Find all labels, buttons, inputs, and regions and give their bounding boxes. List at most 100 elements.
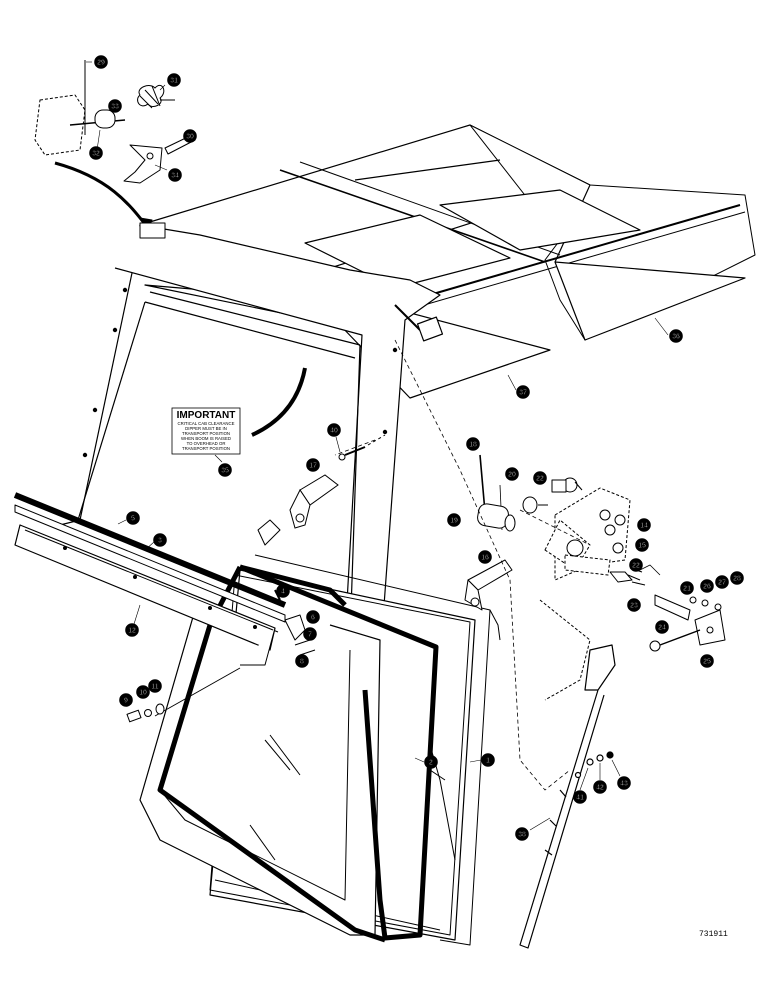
svg-text:31: 31 [170, 78, 178, 85]
svg-text:9: 9 [124, 698, 128, 705]
latch-inset [34, 60, 196, 239]
callout-30: 30 [183, 129, 197, 143]
important-decal: IMPORTANT CRITICAL CAB CLEARANCE DIPPER … [171, 407, 241, 455]
callout-38: 38 [515, 827, 529, 841]
callout-2: 2 [424, 755, 438, 769]
svg-text:36: 36 [672, 334, 680, 341]
svg-text:23: 23 [630, 603, 638, 610]
callout-11: 11 [148, 679, 162, 693]
callout-26: 26 [700, 579, 714, 593]
callout-35: 35 [218, 463, 232, 477]
svg-text:10: 10 [139, 690, 147, 697]
callout-19: 19 [447, 513, 461, 527]
svg-text:7: 7 [308, 632, 312, 639]
callout-28: 28 [730, 571, 744, 585]
svg-text:43: 43 [620, 781, 628, 788]
svg-text:20: 20 [508, 472, 516, 479]
callout-31: 31 [167, 73, 181, 87]
svg-text:19: 19 [450, 518, 458, 525]
callout-41: 41 [573, 790, 587, 804]
callout-8: 8 [295, 654, 309, 668]
callout-18: 18 [466, 437, 480, 451]
window-assembly [139, 519, 491, 946]
important-decal-line-6: TRANSPORT POSITION [182, 446, 230, 451]
window-rail [13, 492, 316, 723]
svg-text:1: 1 [486, 758, 490, 765]
important-decal-title: IMPORTANT [177, 410, 236, 421]
callout-6: 6 [306, 610, 320, 624]
svg-text:29: 29 [97, 60, 105, 67]
svg-text:5: 5 [131, 516, 135, 523]
svg-text:37: 37 [519, 390, 527, 397]
callout-27: 27 [715, 575, 729, 589]
callout-22-upper: 22 [533, 471, 547, 485]
svg-text:14: 14 [640, 523, 648, 530]
label-arrow [251, 367, 307, 437]
svg-text:24: 24 [658, 625, 666, 632]
svg-text:6: 6 [311, 615, 315, 622]
important-decal-line-3: TRANSPORT POSITION [182, 431, 230, 436]
svg-text:28: 28 [733, 576, 741, 583]
svg-text:12: 12 [128, 628, 136, 635]
svg-text:15: 15 [638, 543, 646, 550]
callout-7: 7 [303, 627, 317, 641]
svg-text:16: 16 [481, 555, 489, 562]
callout-17: 17 [306, 458, 320, 472]
callout-29: 29 [94, 55, 108, 69]
svg-text:11: 11 [151, 684, 159, 691]
svg-text:18: 18 [469, 442, 477, 449]
callout-33: 33 [108, 99, 122, 113]
callout-15: 15 [635, 538, 649, 552]
callout-23: 23 [627, 598, 641, 612]
svg-text:32: 32 [92, 151, 100, 158]
svg-text:35: 35 [221, 468, 229, 475]
callout-3: 3 [153, 533, 167, 547]
callout-9: 9 [119, 693, 133, 707]
svg-text:42: 42 [596, 785, 604, 792]
callout-1: 1 [481, 753, 495, 767]
svg-text:2: 2 [429, 760, 433, 767]
assembly-lines [334, 339, 591, 791]
svg-text:22: 22 [632, 563, 640, 570]
important-decal-line-1: CRITICAL CAB CLEARANCE [178, 421, 235, 426]
svg-text:40: 40 [330, 428, 338, 435]
svg-text:41: 41 [576, 795, 584, 802]
callout-4: 4 [276, 584, 290, 598]
svg-text:4: 4 [281, 589, 285, 596]
callout-10: 10 [136, 685, 150, 699]
svg-text:22: 22 [536, 476, 544, 483]
callout-21: 21 [680, 581, 694, 595]
svg-text:33: 33 [111, 104, 119, 111]
callout-25: 25 [700, 654, 714, 668]
callout-16: 16 [478, 550, 492, 564]
callout-36: 36 [669, 329, 683, 343]
callout-20: 20 [505, 467, 519, 481]
svg-text:25: 25 [703, 659, 711, 666]
callout-14: 14 [637, 518, 651, 532]
callout-43: 43 [617, 776, 631, 790]
svg-text:8: 8 [300, 659, 304, 666]
svg-text:34: 34 [171, 173, 179, 180]
svg-text:30: 30 [186, 134, 194, 141]
hinge-bracket-upper [289, 434, 386, 529]
important-decal-line-5: TO OVERHEAD OR [187, 441, 226, 446]
hinge-bracket-lower [464, 559, 513, 641]
callout-22-lower: 22 [629, 558, 643, 572]
callouts: 29 31 33 32 30 34 36 37 35 40 17 18 20 2… [86, 55, 744, 841]
callout-12: 12 [125, 623, 139, 637]
svg-text:17: 17 [309, 463, 317, 470]
svg-text:21: 21 [683, 586, 691, 593]
drawing-reference-number: 731911 [699, 930, 728, 939]
support-rod [519, 644, 616, 949]
svg-text:27: 27 [718, 580, 726, 587]
callout-32: 32 [89, 146, 103, 160]
callout-5: 5 [126, 511, 140, 525]
callout-40: 40 [327, 423, 341, 437]
callout-42: 42 [593, 780, 607, 794]
important-decal-line-2: DIPPER MUST BE IN [185, 426, 227, 431]
callout-37: 37 [516, 385, 530, 399]
important-decal-line-4: WHEN BOOM IS RAISED [181, 436, 231, 441]
callout-24: 24 [655, 620, 669, 634]
svg-text:3: 3 [158, 538, 162, 545]
